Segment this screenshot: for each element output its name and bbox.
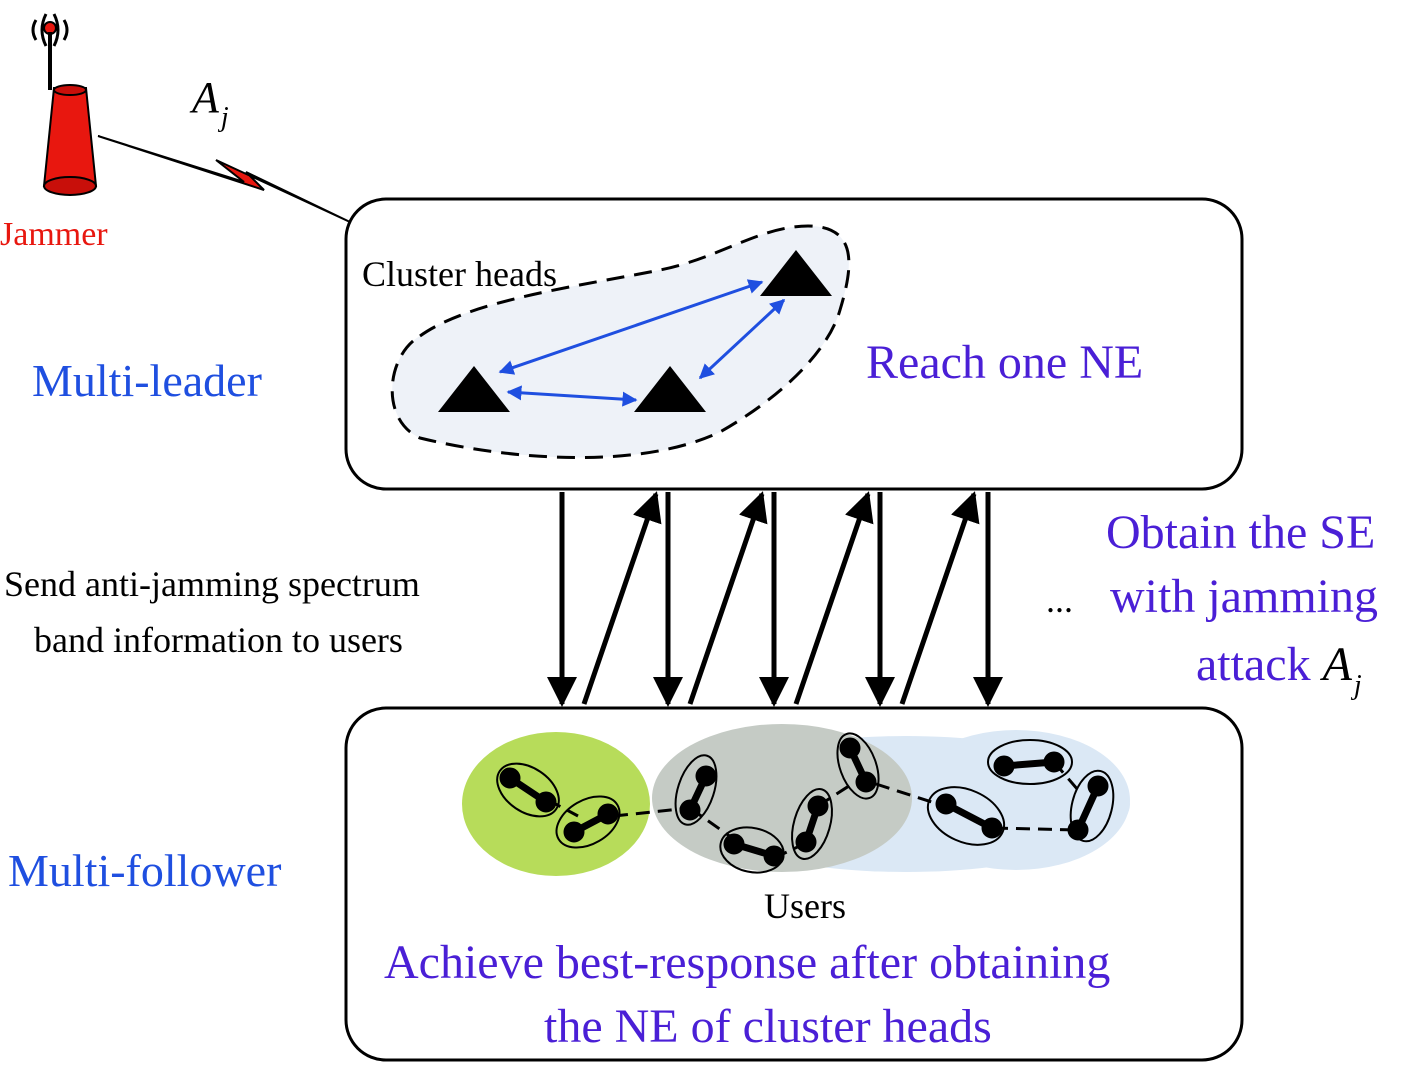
up-arrow-4 [899,491,980,705]
ellipsis: ... [1046,580,1073,620]
cluster-head-triangle-3 [760,250,832,296]
jamming-signal-bolt [97,135,351,223]
interaction-arrows [547,491,1003,707]
jammer-tower-icon [31,13,98,196]
send-info-line2: band information to users [34,620,403,660]
user-group-lightblue [902,730,1130,870]
obtain-se-line2: with jamming [1110,570,1378,623]
users-label: Users [764,886,846,926]
up-arrow-2 [687,491,768,705]
multi-follower-label: Multi-follower [8,845,281,896]
leader-link-1 [498,279,764,375]
send-info-line1: Send anti-jamming spectrum [4,564,420,604]
leader-status-text: Reach one NE [866,336,1143,389]
follower-status-line1: Achieve best-response after obtaining [384,936,1110,989]
up-arrow-3 [793,491,874,705]
cluster-head-triangle-2 [634,366,706,412]
user-nodes [499,737,1109,867]
follower-status-line2: the NE of cluster heads [544,1000,992,1053]
leader-link-2 [506,385,638,407]
cluster-heads-label: Cluster heads [362,254,557,294]
attack-symbol: Aj [189,73,229,133]
up-arrow-1 [581,491,662,705]
obtain-se-line3: attack Aj [1196,638,1362,701]
multi-leader-label: Multi-leader [32,355,262,406]
jammer-label: Jammer [0,216,108,253]
obtain-se-line1: Obtain the SE [1106,506,1375,559]
leader-link-3 [698,298,786,380]
user-group-gray [652,724,912,872]
cluster-head-triangle-1 [438,366,510,412]
